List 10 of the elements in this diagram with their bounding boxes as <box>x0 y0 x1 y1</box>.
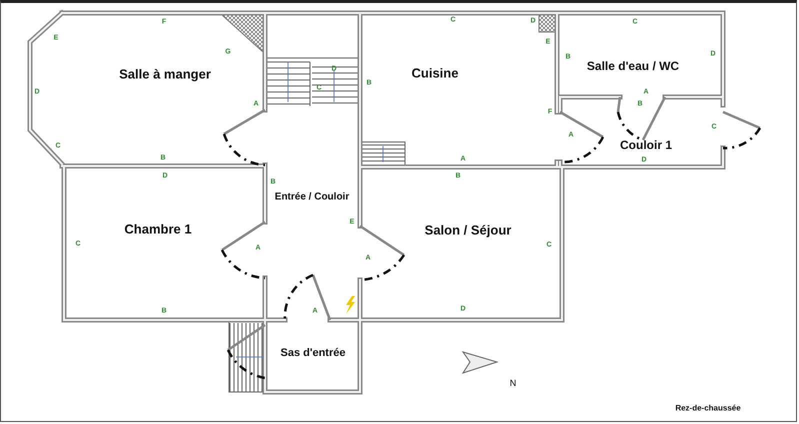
room-name: Couloir 1 <box>620 138 672 152</box>
room-name: Salon / Séjour <box>424 222 512 238</box>
north-label: N <box>510 378 516 388</box>
room-name: Cuisine <box>412 66 458 80</box>
room-name: Salle d'eau / WC <box>586 59 680 73</box>
room-name: Chambre 1 <box>124 222 192 236</box>
room-name: Salle à manger <box>119 66 211 82</box>
room-name: Entrée / Couloir <box>274 192 350 202</box>
room-name: Sas d'entrée <box>280 347 346 359</box>
floor-name: Rez-de-chaussée <box>675 404 741 412</box>
